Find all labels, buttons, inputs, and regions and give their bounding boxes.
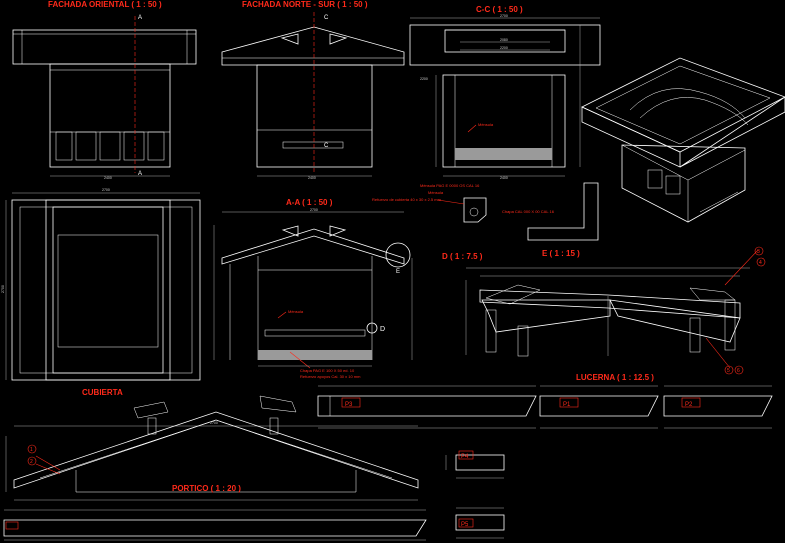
title-lucerna: LUCERNA ( 1 : 12.5 ) bbox=[576, 373, 654, 382]
svg-text:2700: 2700 bbox=[102, 188, 110, 192]
callout-e-right: Chapa CAL 000 X 00 CAL 16 bbox=[502, 209, 555, 214]
mark-c-bottom: C bbox=[324, 143, 329, 149]
view-p4-p5: P4 P5 bbox=[445, 450, 505, 539]
callout-e-2: Ménsula bbox=[428, 190, 444, 195]
svg-text:2080: 2080 bbox=[500, 38, 508, 42]
view-corte-aa: A-A ( 1 : 50 ) 2700 Ménsula Chapa PAG E … bbox=[213, 198, 413, 379]
balloon-1: 1 bbox=[30, 447, 33, 453]
callout-cc: Ménsula bbox=[478, 122, 494, 127]
title-corte-cc: C-C ( 1 : 50 ) bbox=[476, 5, 523, 14]
view-detalle-e-small: Ménsula PAG E 0000 OS CAL 16 Ménsula Ref… bbox=[372, 182, 599, 258]
tag-p2: P2 bbox=[685, 402, 693, 408]
tag-p4: P4 bbox=[461, 454, 469, 460]
callout-e-1: Ménsula PAG E 0000 OS CAL 16 bbox=[420, 183, 480, 188]
tag-p5: P5 bbox=[461, 522, 469, 528]
mark-a-bottom: A bbox=[138, 171, 142, 177]
view-fachada-oriental: FACHADA ORIENTAL ( 1 : 50 ) A A 2400 bbox=[12, 0, 197, 180]
callout-aa-left: Ménsula bbox=[288, 309, 304, 314]
callout-aa-floor-2: Refuerzo apoyos Cal. 30 x 10 mm bbox=[300, 374, 361, 379]
mark-d: D bbox=[380, 326, 385, 333]
balloon-6: 6 bbox=[737, 368, 740, 374]
mark-e: E bbox=[396, 269, 400, 275]
balloon-3: 3 bbox=[757, 249, 760, 255]
svg-text:2400: 2400 bbox=[104, 176, 112, 180]
balloon-4: 4 bbox=[759, 260, 762, 266]
title-fachada-oriental: FACHADA ORIENTAL ( 1 : 50 ) bbox=[48, 0, 162, 9]
svg-text:2200: 2200 bbox=[500, 46, 508, 50]
svg-text:2700: 2700 bbox=[310, 208, 318, 212]
view-isometric bbox=[581, 57, 785, 223]
mark-c-top: C bbox=[324, 15, 329, 21]
svg-text:2400: 2400 bbox=[500, 176, 508, 180]
tag-p1: P1 bbox=[563, 402, 571, 408]
view-cubierta: 2700 2700 CUBIERTA bbox=[1, 188, 201, 397]
view-bottom-part bbox=[3, 509, 427, 541]
title-detalle-e: E ( 1 : 15 ) bbox=[542, 249, 580, 258]
svg-text:2700: 2700 bbox=[210, 421, 218, 425]
balloon-2: 2 bbox=[30, 459, 33, 465]
title-cubierta: CUBIERTA bbox=[82, 388, 123, 397]
svg-text:2400: 2400 bbox=[308, 176, 316, 180]
balloon-5: 5 bbox=[727, 368, 730, 374]
mark-a-top: A bbox=[138, 15, 142, 21]
callout-e-3: Refuerzo de cubierta 40 x 30 x 2.5 mm bbox=[372, 197, 442, 202]
title-detalle-d: D ( 1 : 7.5 ) bbox=[442, 252, 483, 261]
balloons: 1 2 3 4 5 6 bbox=[27, 246, 766, 466]
view-portico: 2700 PORTICO ( 1 : 20 ) bbox=[5, 395, 419, 501]
title-portico: PORTICO ( 1 : 20 ) bbox=[172, 484, 241, 493]
view-detalle-d: D ( 1 : 7.5 ) bbox=[442, 249, 759, 369]
title-corte-aa: A-A ( 1 : 50 ) bbox=[286, 198, 333, 207]
callout-aa-floor-1: Chapa PAG E 100 X 50 ed. 10 bbox=[300, 368, 355, 373]
view-corte-cc: C-C ( 1 : 50 ) 2700 2080 2200 Ménsula 22… bbox=[409, 5, 601, 180]
view-fachada-norte-sur: FACHADA NORTE - SUR ( 1 : 50 ) C C 2400 bbox=[221, 0, 405, 180]
svg-text:2700: 2700 bbox=[1, 285, 5, 293]
title-fachada-norte-sur: FACHADA NORTE - SUR ( 1 : 50 ) bbox=[242, 0, 368, 9]
svg-text:2200: 2200 bbox=[420, 77, 428, 81]
tag-p3: P3 bbox=[345, 402, 353, 408]
view-lucerna-parts: P3 P1 P2 LUCERNA ( 1 : 12.5 ) bbox=[317, 373, 773, 429]
svg-text:2700: 2700 bbox=[500, 14, 508, 18]
